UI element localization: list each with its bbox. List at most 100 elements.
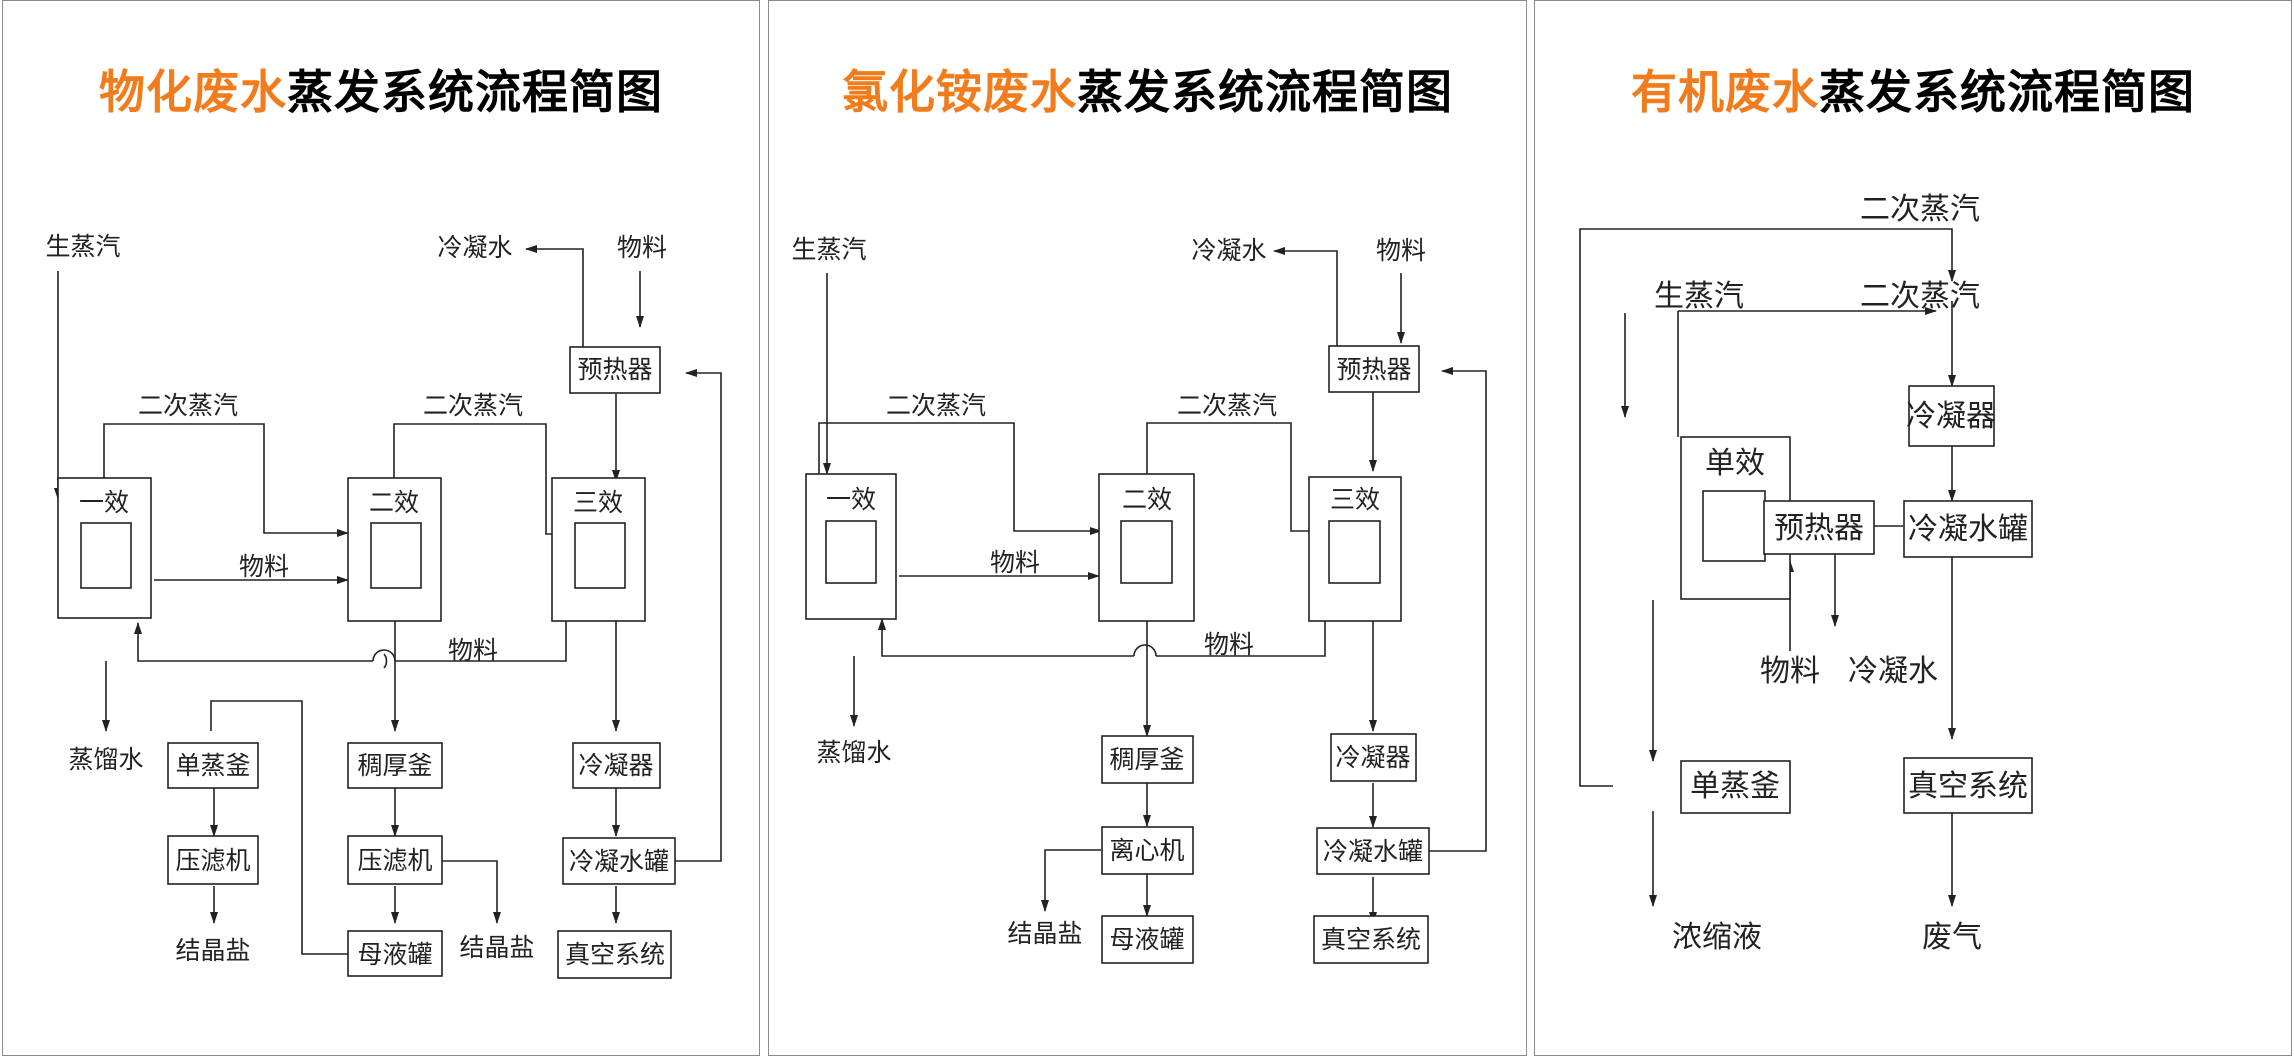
labels: 二次蒸汽 生蒸汽 二次蒸汽 冷凝器 单效 预热器 冷凝水罐 物料 冷凝水 单蒸釜…	[1654, 192, 2028, 955]
filter-press-2-box	[347, 835, 443, 885]
preheater-box	[1763, 500, 1875, 555]
vacuum-box	[1313, 915, 1429, 964]
label-effect-2: 二效	[369, 488, 419, 517]
effect-3-heater	[574, 522, 626, 589]
vessels	[805, 345, 1430, 964]
label-live-steam: 生蒸汽	[45, 232, 120, 261]
label-filter-press-2: 压滤机	[357, 846, 432, 875]
effect-2-heater	[370, 522, 422, 589]
label-feed-return: 物料	[448, 636, 498, 665]
label-condenser: 冷凝器	[1335, 743, 1410, 772]
flow-lines	[1579, 228, 1956, 907]
title-highlight: 氯化铵废水	[842, 65, 1077, 119]
label-secondary-steam-2: 二次蒸汽	[423, 391, 523, 420]
label-concentrate: 浓缩液	[1672, 920, 1762, 955]
label-condensate-tank: 冷凝水罐	[1323, 837, 1423, 866]
label-effect-1: 一效	[79, 488, 129, 517]
label-effect-3: 三效	[1330, 485, 1380, 514]
label-effect-3: 三效	[573, 488, 623, 517]
label-thickener: 稠厚釜	[357, 751, 432, 780]
label-feed: 物料	[1760, 654, 1820, 689]
label-salt-1: 结晶盐	[175, 936, 250, 965]
panel-organic-wastewater: 有机废水蒸发系统流程简图	[1534, 0, 2292, 1056]
label-preheater: 预热器	[577, 355, 652, 384]
label-vacuum: 真空系统	[565, 940, 665, 969]
thickener-box	[347, 742, 443, 789]
label-secondary-steam-1: 二次蒸汽	[886, 391, 986, 420]
label-condensate-water: 冷凝水	[437, 233, 512, 262]
label-vacuum: 真空系统	[1321, 925, 1421, 954]
single-still-box	[167, 742, 259, 789]
label-distilled-water: 蒸馏水	[68, 745, 143, 774]
label-condensate-water: 冷凝水	[1191, 236, 1266, 265]
label-salt: 结晶盐	[1007, 919, 1082, 948]
labels: 生蒸汽 冷凝水 物料 预热器 二次蒸汽 二次蒸汽 一效 二效 三效 物料 物料 …	[791, 235, 1426, 954]
single-still-box	[1680, 760, 1791, 814]
title-rest: 蒸发系统流程简图	[1077, 65, 1453, 119]
labels: 生蒸汽 冷凝水 物料 预热器 二次蒸汽 二次蒸汽 一效 二效 三效 物料 物料 …	[45, 232, 669, 969]
effect-1-heater	[80, 522, 132, 589]
label-feed-mid: 物料	[239, 552, 289, 581]
label-effect-2: 二效	[1122, 485, 1172, 514]
flow-diagram: 生蒸汽 冷凝水 物料 预热器 二次蒸汽 二次蒸汽 一效 二效 三效 物料 物料 …	[45, 232, 722, 979]
label-live-steam: 生蒸汽	[1654, 279, 1744, 314]
label-effect-1: 一效	[826, 485, 876, 514]
mother-liquor-box	[347, 930, 443, 977]
label-secondary-steam-1: 二次蒸汽	[138, 391, 238, 420]
title-highlight: 有机废水	[1631, 65, 1819, 119]
label-thickener: 稠厚釜	[1109, 745, 1184, 774]
vacuum-box	[557, 930, 672, 979]
preheater-box	[1328, 345, 1420, 393]
label-preheater: 预热器	[1336, 355, 1411, 384]
label-condensate-tank: 冷凝水罐	[1908, 512, 2028, 547]
condensate-tank-box	[1316, 827, 1430, 875]
label-secondary-steam-inner: 二次蒸汽	[1860, 279, 1980, 314]
thickener-box	[1101, 735, 1194, 784]
flow-lines	[818, 247, 1487, 924]
label-condenser: 冷凝器	[578, 751, 653, 780]
flow-lines	[54, 245, 722, 955]
vessels	[1680, 385, 2033, 814]
vessels	[57, 346, 676, 979]
panel-ammonium-chloride-wastewater: 氯化铵废水蒸发系统流程简图	[768, 0, 1527, 1056]
label-live-steam: 生蒸汽	[791, 235, 866, 264]
label-filter-press-1: 压滤机	[175, 846, 250, 875]
title-rest: 蒸发系统流程简图	[287, 65, 663, 119]
title-rest: 蒸发系统流程简图	[1819, 65, 2195, 119]
vacuum-box	[1903, 757, 2033, 814]
label-salt-2: 结晶盐	[459, 933, 534, 962]
panel-title: 物化废水蒸发系统流程简图	[3, 56, 759, 122]
label-single-still: 单蒸釜	[175, 751, 250, 780]
label-centrifuge: 离心机	[1109, 836, 1184, 865]
label-feed-mid: 物料	[990, 548, 1040, 577]
label-secondary-steam-top: 二次蒸汽	[1860, 192, 1980, 227]
preheater-box	[569, 346, 661, 394]
label-condensate-water: 冷凝水	[1848, 654, 1938, 689]
label-feed-top: 物料	[1376, 236, 1426, 265]
label-mother-liquor: 母液罐	[1109, 925, 1184, 954]
label-mother-liquor: 母液罐	[357, 940, 432, 969]
effect-1-heater	[825, 520, 877, 584]
label-single-effect: 单效	[1705, 446, 1765, 481]
label-vacuum: 真空系统	[1908, 769, 2028, 804]
filter-press-1-box	[167, 835, 259, 885]
effect-3-heater	[1328, 520, 1381, 584]
label-exhaust: 废气	[1922, 920, 1982, 955]
panel-title: 有机废水蒸发系统流程简图	[1535, 56, 2291, 122]
flow-diagram: 生蒸汽 冷凝水 物料 预热器 二次蒸汽 二次蒸汽 一效 二效 三效 物料 物料 …	[791, 235, 1487, 964]
condenser-box	[572, 742, 661, 789]
flow-diagram: 二次蒸汽 生蒸汽 二次蒸汽 冷凝器 单效 预热器 冷凝水罐 物料 冷凝水 单蒸釜…	[1579, 192, 2033, 955]
single-effect-heater	[1702, 490, 1766, 562]
condenser-box	[1330, 733, 1417, 782]
label-distilled-water: 蒸馏水	[816, 738, 891, 767]
label-secondary-steam-2: 二次蒸汽	[1177, 391, 1277, 420]
condenser-box	[1908, 385, 1995, 447]
label-condenser: 冷凝器	[1906, 399, 1996, 434]
panel-title: 氯化铵废水蒸发系统流程简图	[769, 56, 1526, 122]
label-feed-top: 物料	[617, 233, 667, 262]
condensate-tank-box	[562, 837, 676, 885]
panel-physicochemical-wastewater: 物化废水蒸发系统流程简图	[2, 0, 760, 1056]
effect-2-heater	[1120, 520, 1173, 584]
label-single-still: 单蒸釜	[1690, 769, 1780, 804]
condensate-tank-box	[1903, 500, 2033, 558]
